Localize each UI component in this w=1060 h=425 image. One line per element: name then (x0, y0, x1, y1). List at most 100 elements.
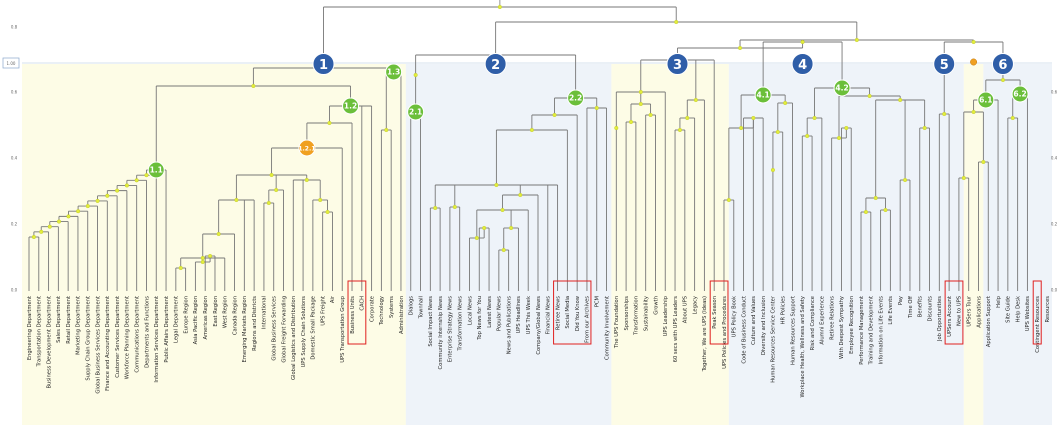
leaf-label: Alumni Experience (820, 296, 826, 345)
leaf-label: UPS Websites (1025, 296, 1031, 332)
merge-node (942, 111, 947, 116)
leaf-label: Local News (467, 296, 473, 325)
cluster-badge-label: 1 (319, 58, 328, 73)
merge-node (648, 112, 653, 117)
merge-node (47, 224, 52, 229)
merge-node (216, 231, 221, 236)
subcluster-badge-circle (342, 97, 360, 115)
leaf-label: Global Logistics and Distribution (291, 296, 297, 380)
merge-node (783, 100, 788, 105)
merge-node (327, 120, 332, 125)
highlight-box (553, 280, 592, 345)
merge-node (971, 40, 976, 45)
cluster-badge: 6 (991, 53, 1014, 75)
merge-node (274, 187, 279, 192)
merge-node (836, 135, 841, 140)
merge-node (266, 200, 271, 205)
merge-node (677, 127, 682, 132)
merge-node (751, 115, 756, 120)
merge-node (971, 109, 976, 114)
leaf-label: Administration (399, 296, 405, 334)
leaf-label: PCM (595, 296, 601, 307)
leaf-label: UPS Transportation Group (340, 295, 346, 362)
cluster-4-band (728, 64, 964, 425)
leaf-label: Company/Global News (536, 296, 542, 355)
leaf-label: Growth (653, 296, 659, 315)
subcluster-badge-circle (754, 86, 772, 104)
leaf-label: Community Internship News (438, 296, 444, 370)
leaf-label: Financial News (546, 296, 552, 335)
leaf-label: New to UPS (957, 296, 963, 326)
leaf-label: From our Archives (585, 296, 591, 343)
subcluster-badge-circle (567, 89, 585, 107)
merge-node (500, 207, 505, 212)
leaf-label: UPS Policies and Procedures (722, 296, 728, 369)
merge-node (738, 46, 743, 51)
leaf-label: International (262, 296, 268, 329)
leaf-label: Global Business Services (272, 296, 278, 361)
leaf-label: Legal Department (174, 296, 180, 343)
merge-node (474, 235, 479, 240)
leaf-label: Help (996, 295, 1002, 308)
merge-node (775, 129, 780, 134)
merge-node (413, 72, 418, 77)
merge-node (115, 188, 120, 193)
leaf-label: Training and Development (869, 296, 875, 365)
merge-node (739, 125, 744, 130)
merge-node (144, 173, 149, 178)
merge-node (552, 112, 557, 117)
subcluster-badge-circle (1011, 85, 1029, 103)
merge-node (961, 175, 966, 180)
leaf-label: Social Media (565, 296, 571, 329)
leaf-label: Air (330, 295, 336, 303)
leaf-label: Departments and Functions (144, 296, 150, 368)
merge-node (674, 20, 679, 25)
merge-node (1000, 77, 1005, 82)
leaf-label: Performance Management (859, 296, 865, 365)
leaf-label: Did You Know (575, 295, 581, 331)
leaf-label: Sustainability (643, 296, 649, 331)
leaf-label: Legacy (692, 296, 698, 314)
leaf-label: Business Development Department (46, 296, 52, 389)
right-tick-label: 0.4 (1051, 156, 1058, 161)
merge-node (200, 256, 205, 261)
leaf-label: Emerging Markets Region (242, 296, 248, 362)
merge-node (844, 125, 849, 130)
merge-node (200, 260, 205, 265)
leaf-label: Technology (379, 296, 385, 326)
subcluster-badge-label: 2.2 (569, 94, 582, 103)
left-tick-label: 0.2 (11, 222, 18, 227)
merge-node (1010, 115, 1015, 120)
leaf-label: UPS Freight (320, 296, 326, 326)
merge-node (31, 234, 36, 239)
merge-node (883, 207, 888, 212)
leaf-label: Applications (976, 296, 982, 328)
merge-node (433, 205, 438, 210)
right-tick-label: 0.2 (1051, 222, 1058, 227)
leaf-label: Regions and Districts (252, 296, 258, 351)
leaf-label: Enterprise Strategy News (448, 296, 454, 363)
cluster-badge: 4 (791, 53, 814, 75)
subcluster-badge-circle (385, 63, 403, 81)
leaf-label: UPS This Week (526, 296, 532, 334)
merge-node (482, 225, 487, 230)
merge-node (518, 192, 523, 197)
leaf-label: Europe Region (183, 296, 189, 334)
leaf-label: UPS Headlines (516, 296, 522, 334)
leaf-label: Transformation News (457, 296, 463, 352)
merge-node (124, 183, 129, 188)
scale-box (2, 57, 20, 69)
cluster-badge-label: 4 (798, 58, 807, 73)
leaf-label: Pay (898, 296, 904, 305)
leaf-label: UPS Supply Chain Solutions (301, 296, 307, 368)
leaf-label: Human Resources Service Center (771, 295, 777, 383)
leaf-label: With Deepest Sympathy (839, 296, 845, 359)
cluster-badge-circle (991, 53, 1014, 75)
leaf-label: Global Business Services Department (95, 296, 101, 394)
leaf-label: UPS Policy Book (732, 296, 738, 337)
leaf-label: West Region (223, 296, 229, 328)
cluster-badge-label: 3 (673, 58, 682, 73)
left-tick-label: 0.0 (11, 288, 18, 293)
subcluster-badge-label: 6.2 (1013, 90, 1026, 99)
merge-node (494, 182, 499, 187)
